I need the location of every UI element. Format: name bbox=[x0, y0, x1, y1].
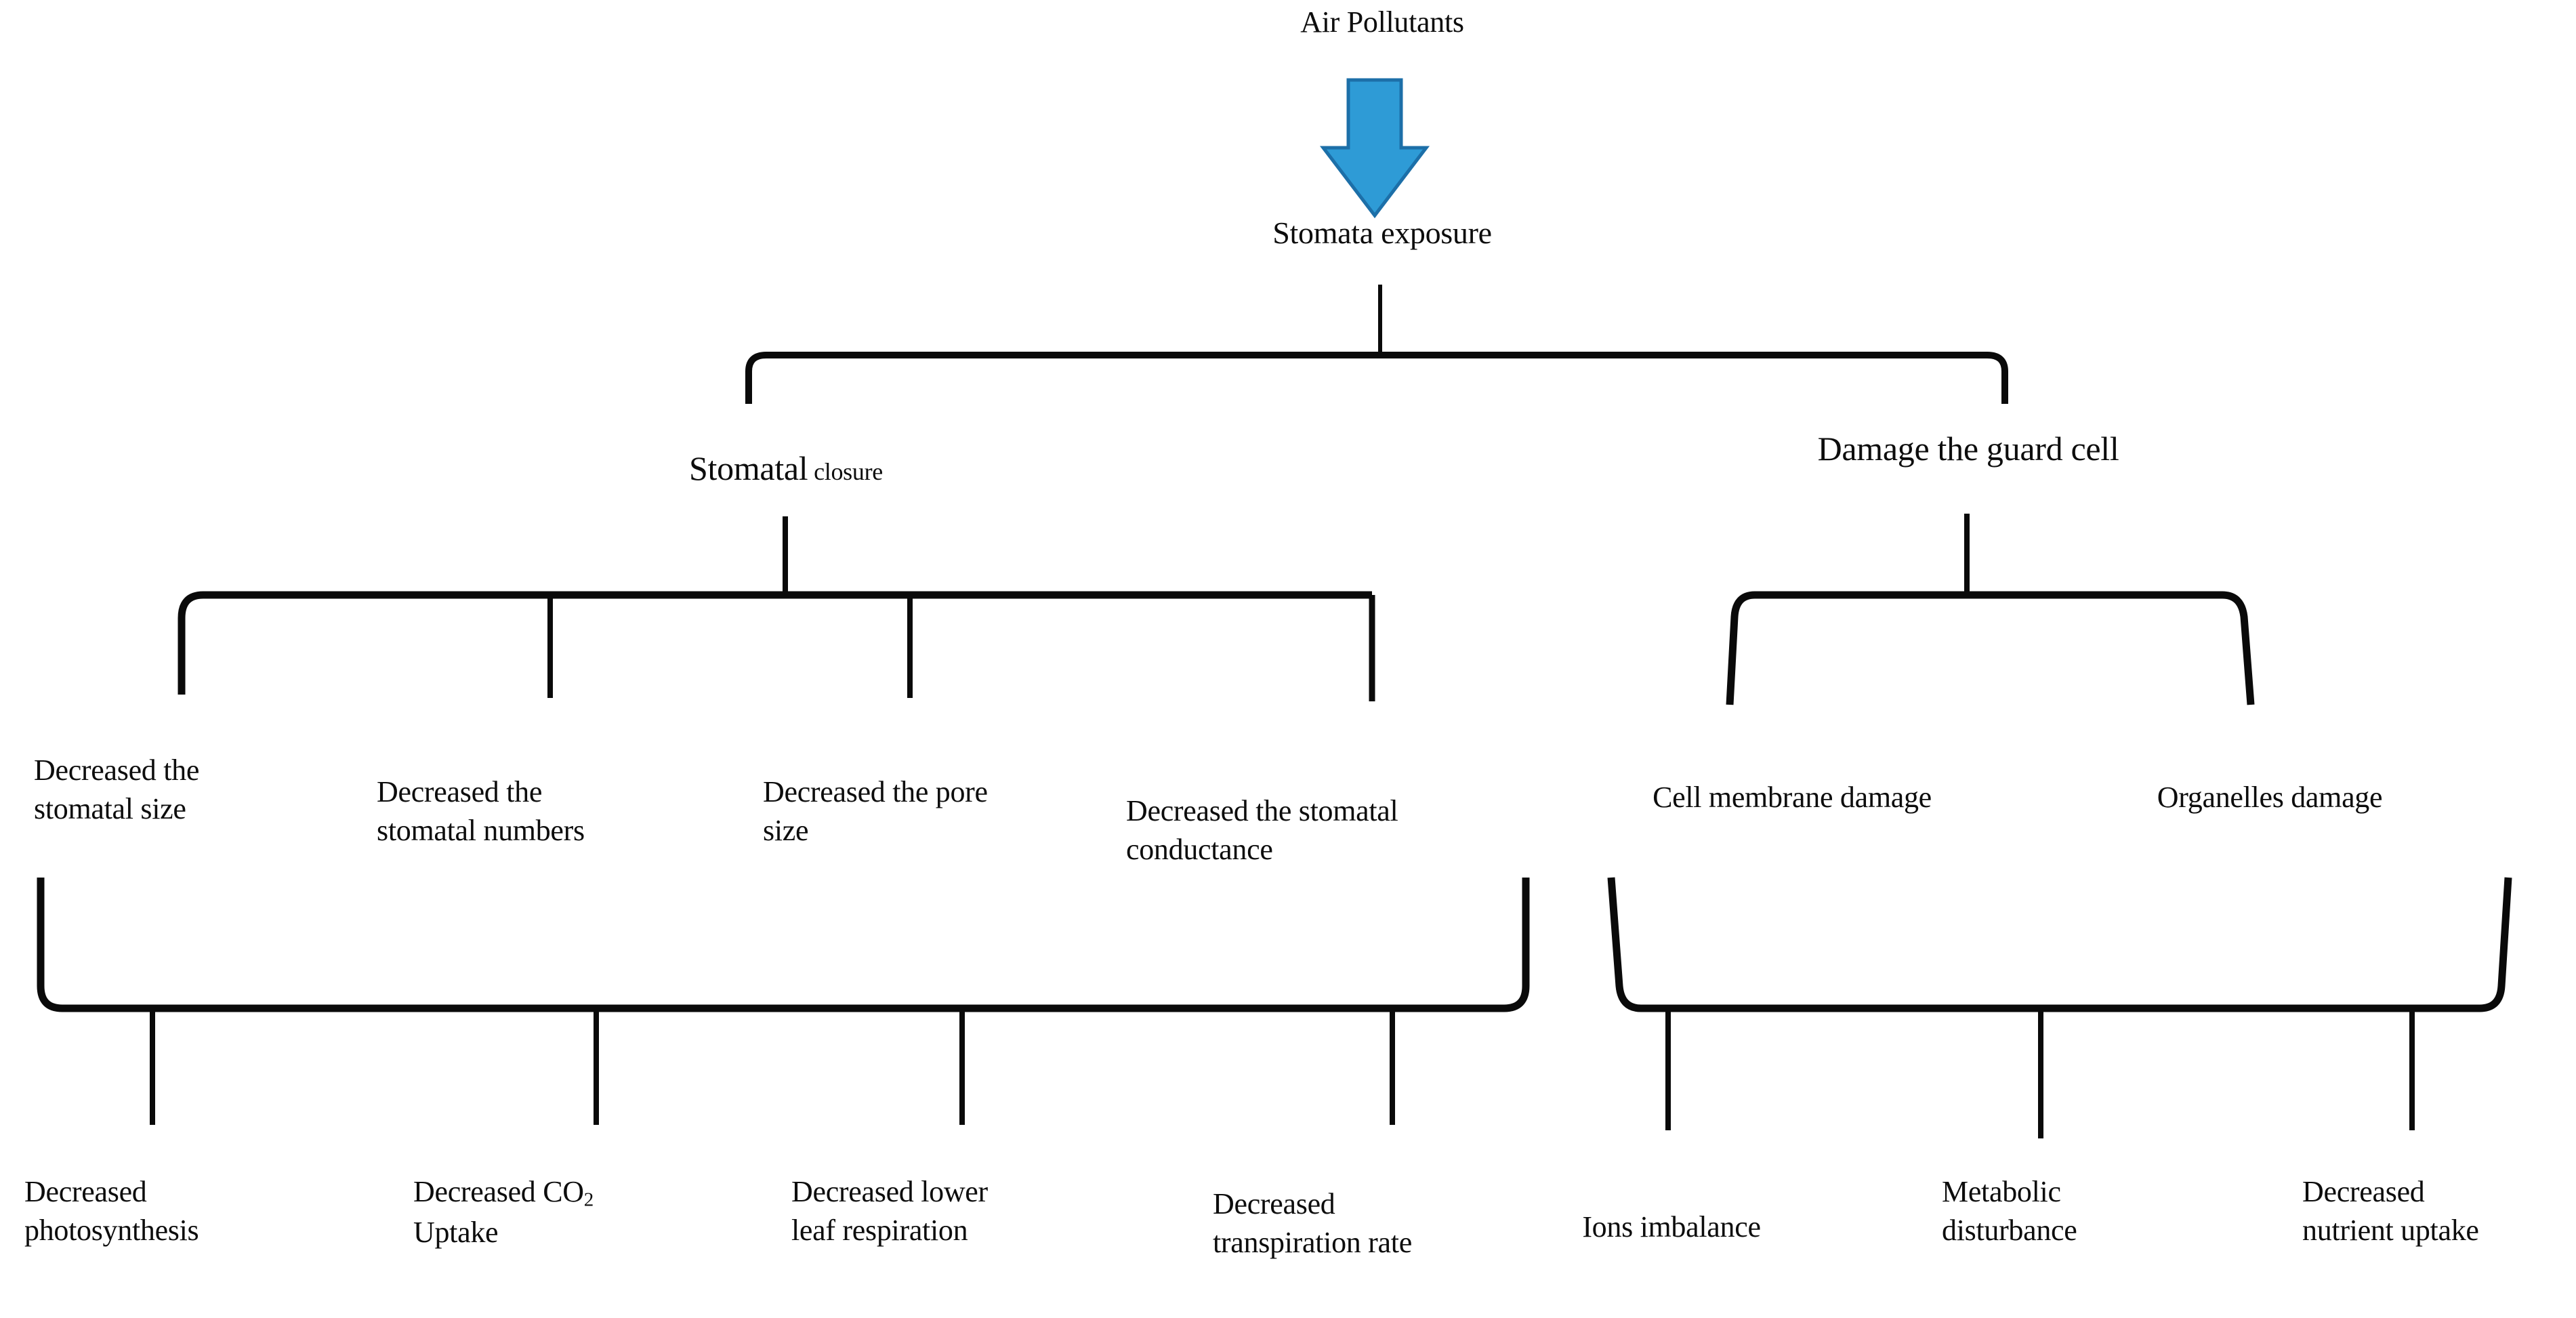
node-damage-guard-cell: Damage the guard cell bbox=[1817, 430, 2119, 468]
node-stomatal-closure-main: Stomatal bbox=[689, 449, 808, 487]
node-decreased-nutrient-uptake: Decreased nutrient uptake bbox=[2302, 1175, 2479, 1248]
node-stomatal-closure: Stomatal closure bbox=[562, 432, 1010, 491]
node-organelles-damage: Organelles damage bbox=[2157, 781, 2383, 814]
node-decreased-stomatal-size: Decreased the stomatal size bbox=[34, 754, 200, 826]
node-ions-imbalance: Ions imbalance bbox=[1582, 1210, 1761, 1243]
node-decreased-stomatal-conductance: Decreased the stomatal conductance bbox=[1126, 794, 1398, 867]
brace-bottom-right bbox=[1607, 877, 2512, 1012]
node-decreased-photosynthesis: Decreased photosynthesis bbox=[24, 1175, 199, 1248]
bracket-left-top-bar bbox=[178, 591, 1372, 695]
brace-level1-to-level2 bbox=[745, 352, 2008, 404]
node-decreased-stomatal-numbers: Decreased the stomatal numbers bbox=[377, 775, 585, 848]
node-decreased-leaf-respiration: Decreased lower leaf respiration bbox=[791, 1175, 988, 1248]
node-metabolic-disturbance: Metabolic disturbance bbox=[1942, 1175, 2077, 1248]
node-co2-prefix: Decreased CO bbox=[413, 1175, 584, 1208]
node-co2-suffix: Uptake bbox=[413, 1216, 499, 1250]
node-decreased-pore-size: Decreased the pore size bbox=[763, 775, 988, 848]
node-co2-subscript: 2 bbox=[583, 1189, 594, 1211]
node-decreased-transpiration-rate: Decreased transpiration rate bbox=[1213, 1187, 1412, 1260]
node-cell-membrane-damage: Cell membrane damage bbox=[1653, 781, 1932, 814]
bracket-right-top bbox=[1726, 591, 2255, 705]
brace-bottom-left bbox=[37, 878, 1530, 1012]
node-stomata-exposure: Stomata exposure bbox=[1272, 215, 1492, 250]
node-air-pollutants: Air Pollutants bbox=[1300, 5, 1464, 39]
down-arrow-icon bbox=[1319, 78, 1430, 219]
node-decreased-co2-uptake: Decreased CO2 Uptake bbox=[413, 1172, 698, 1252]
node-stomatal-closure-sub: closure bbox=[814, 457, 883, 485]
